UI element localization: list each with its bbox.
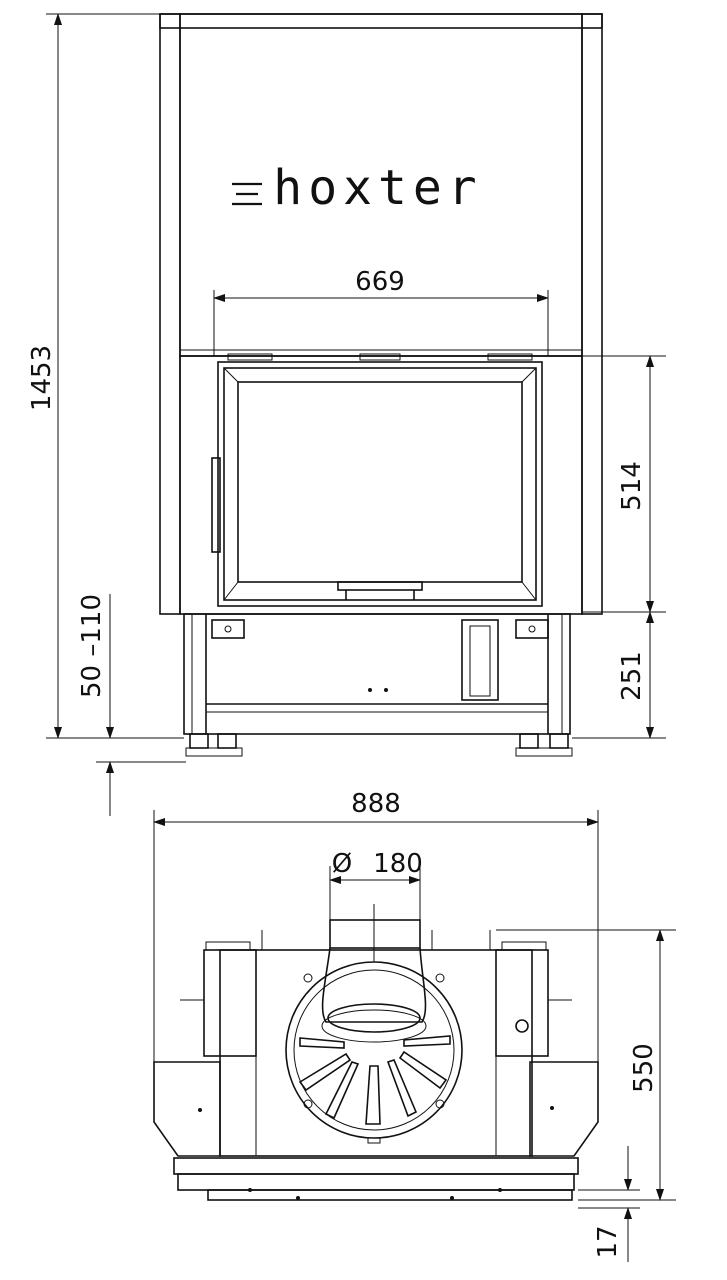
glass [237,381,523,583]
right-wing [529,1061,599,1157]
dim-total-height: 1453 [27,345,57,411]
door-inner-frame [223,367,537,601]
diameter-symbol: Ø [332,849,352,879]
top-view [153,904,599,1201]
top-dimensions: 888 Ø 180 550 17 [153,789,676,1262]
front-dimensions: 1453 669 514 251 50 –110 [27,12,666,816]
foot-left-1 [189,733,209,749]
burner-outer-ring [285,961,463,1139]
dim-offset: 17 [593,1225,623,1258]
foot-right-2 [549,733,569,749]
dim-feet-range: 50 –110 [77,594,107,698]
air-control [461,619,499,701]
left-side-panel [159,13,181,615]
foot-right-1 [519,733,539,749]
hoxter-logo: hoxter [273,160,482,216]
right-side-panel [581,13,603,615]
foot-left-2 [217,733,237,749]
door [217,361,543,607]
flue-collar [329,919,421,949]
logo-mark-icon [232,182,262,206]
right-column [495,949,549,1057]
dim-glass-width: 669 [355,267,405,297]
door-handle [337,581,423,591]
front-rail [177,1173,575,1191]
bottom-rail [207,1189,573,1201]
flue-pipe [321,947,427,1023]
top-body [219,949,533,1157]
door-latch [211,457,221,553]
dim-door-height: 514 [617,461,647,511]
left-wing [153,1061,221,1157]
side-knob [515,1019,529,1033]
top-cap [159,13,603,29]
dim-flue-diameter: 180 [373,849,423,879]
base-stand [183,613,571,735]
dim-total-width: 888 [351,789,401,819]
dim-base-height: 251 [617,651,647,701]
base-bracket-left [211,619,245,639]
front-view: hoxter [159,13,603,757]
front-plate [173,1157,579,1175]
dim-depth: 550 [629,1043,659,1093]
radial-ribs [298,1035,451,1125]
left-column [203,949,257,1057]
base-bracket-right [515,619,549,639]
